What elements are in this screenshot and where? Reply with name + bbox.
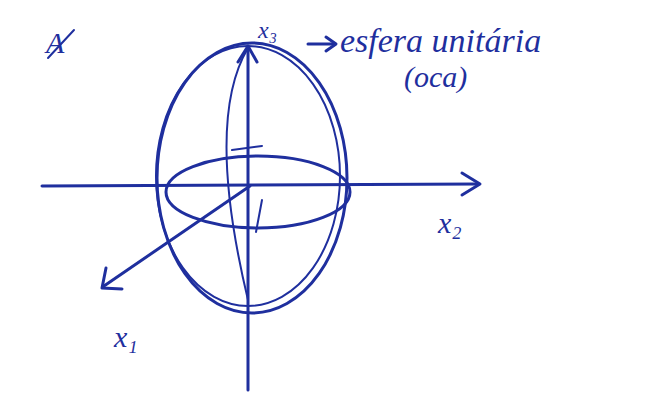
axis-label: x₂ [438,208,462,238]
callout-label: esfera unitária [340,24,541,58]
centre-mark [232,146,262,150]
axis-x2-head [462,173,480,195]
axis-x1-head [102,268,122,289]
callout-arrow-head [326,37,336,51]
meridian [227,48,249,300]
axis-label: x₃ [258,18,277,42]
axis-x1 [104,186,250,286]
sketch-mark: A [46,28,64,58]
callout-label: (oca) [404,62,467,92]
centre-mark [256,200,262,232]
axis-x3-head [238,46,257,62]
axis-label: x₁ [114,322,138,352]
callout-arrow [308,43,334,46]
axis-x2 [42,184,478,186]
axis-x3 [247,48,250,390]
sphere-outline [157,43,347,313]
